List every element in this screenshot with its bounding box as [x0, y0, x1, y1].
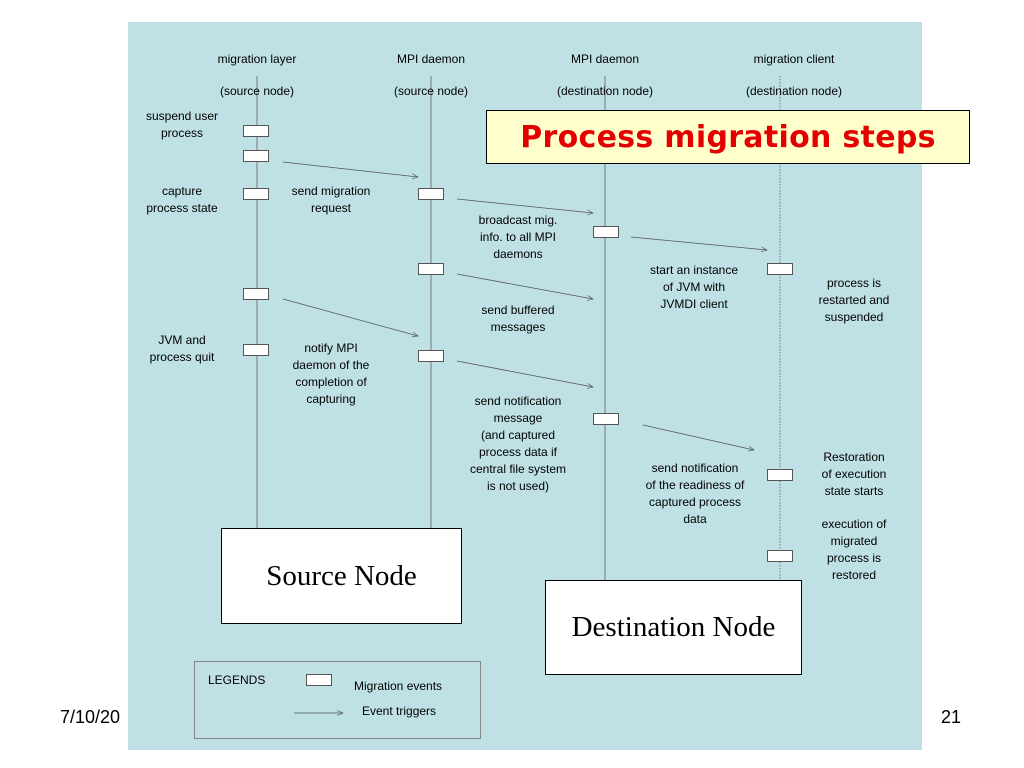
- title-box: Process migration steps: [486, 110, 970, 164]
- source-node-box: Source Node: [221, 528, 462, 624]
- label-start-jvm: start an instance of JVM with JVMDI clie…: [649, 263, 739, 311]
- label-capture: capture process state: [146, 184, 218, 215]
- event-send-buffered: [418, 263, 444, 275]
- label-restoration: Restoration of execution state starts: [821, 450, 887, 498]
- event-capture: [243, 188, 269, 200]
- label-send-buffered: send buffered messages: [481, 303, 555, 334]
- label-send-notification-msg: send notification message (and captured …: [469, 394, 567, 493]
- event-restoration: [767, 469, 793, 481]
- footer-date: 7/10/20: [60, 707, 121, 727]
- lane-header-migration-client: migration client (destination node): [724, 35, 864, 99]
- event-suspend: [243, 125, 269, 137]
- page-number: 21: [941, 707, 962, 727]
- trigger-arrow-1: [282, 161, 418, 177]
- lane-name: migration client: [753, 52, 835, 66]
- label-suspend: suspend user process: [145, 109, 219, 140]
- event-start-jvm: [767, 263, 793, 275]
- label-notify: notify MPI daemon of the completion of c…: [292, 341, 370, 406]
- label-restarted: process is restarted and suspended: [818, 276, 890, 324]
- trigger-arrow-6: [456, 360, 593, 387]
- page-title: Process migration steps: [520, 119, 936, 155]
- lane-header-migration-layer: migration layer (source node): [197, 35, 317, 99]
- lane-node: (destination node): [556, 84, 654, 98]
- lane-name: MPI daemon: [396, 52, 466, 66]
- event-execution: [767, 550, 793, 562]
- lane-header-mpi-daemon-source: MPI daemon (source node): [371, 35, 491, 99]
- event-notify: [418, 350, 444, 362]
- legend-box: [194, 661, 481, 739]
- lane-node: (source node): [219, 84, 295, 98]
- lane-header-mpi-daemon-destination: MPI daemon (destination node): [535, 35, 675, 99]
- label-send-request: send migration request: [291, 184, 371, 215]
- destination-node-box: Destination Node: [545, 580, 802, 675]
- trigger-arrow-7: [642, 424, 754, 450]
- event-send-notification: [593, 413, 619, 425]
- event-broadcast: [593, 226, 619, 238]
- lane-node: (destination node): [745, 84, 843, 98]
- legend-triggers-label: Event triggers: [362, 704, 437, 718]
- trigger-arrow-2: [456, 198, 593, 213]
- legend-events-label: Migration events: [354, 679, 443, 693]
- label-jvm-quit: JVM and process quit: [149, 333, 215, 364]
- event-process-quit: [243, 344, 269, 356]
- label-send-notification-ready: send notification of the readiness of ca…: [645, 461, 745, 526]
- lane-node: (source node): [393, 84, 469, 98]
- label-broadcast: broadcast mig. info. to all MPI daemons: [478, 213, 558, 261]
- trigger-arrow-3: [630, 236, 767, 250]
- trigger-arrow-5: [282, 298, 418, 336]
- event-capture-done: [243, 288, 269, 300]
- label-execution: execution of migrated process is restore…: [821, 517, 887, 582]
- lane-name: MPI daemon: [570, 52, 640, 66]
- legend-event-box: [306, 674, 332, 686]
- event-send-request: [418, 188, 444, 200]
- trigger-arrow-4: [456, 273, 593, 299]
- lane-name: migration layer: [217, 52, 297, 66]
- legend-title: LEGENDS: [208, 673, 266, 687]
- event-suspended: [243, 150, 269, 162]
